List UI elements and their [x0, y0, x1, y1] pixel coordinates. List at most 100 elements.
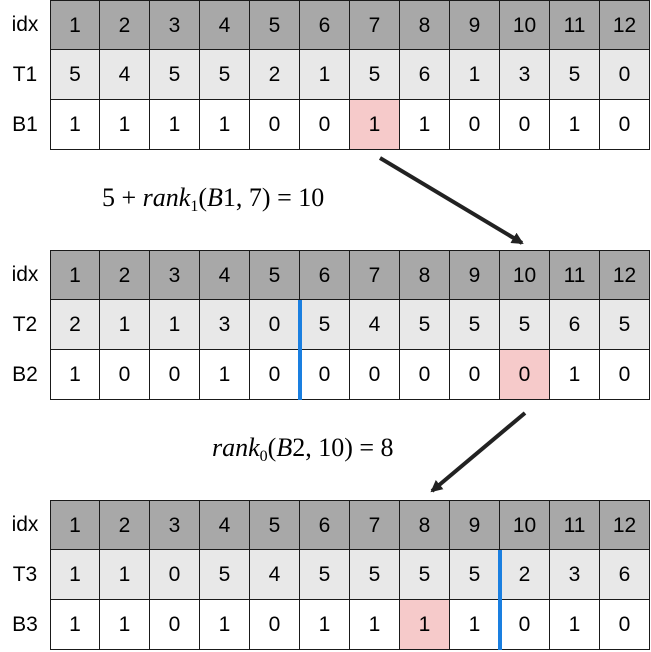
index-cell: 4	[200, 0, 250, 50]
sequence-cell: 5	[300, 300, 350, 350]
formula-rank1-sub: 1	[190, 198, 199, 215]
bit-cell: 0	[400, 350, 450, 400]
index-cell: 4	[200, 250, 250, 300]
formula-rank1-prefix: 5 +	[102, 183, 143, 212]
bit-cell: 0	[300, 100, 350, 150]
bit-cell: 0	[100, 350, 150, 400]
partition-divider	[498, 550, 502, 650]
bit-cell: 1	[200, 100, 250, 150]
sequence-cell: 5	[200, 550, 250, 600]
index-cell: 12	[600, 500, 650, 550]
index-cell: 10	[500, 500, 550, 550]
bit-cell: 0	[500, 600, 550, 650]
sequence-cell: 6	[400, 50, 450, 100]
row-label: B1	[12, 113, 38, 136]
sequence-cell: 6	[600, 550, 650, 600]
bit-cell: 1	[550, 350, 600, 400]
index-cell: 11	[550, 0, 600, 50]
bit-cell: 1	[350, 100, 400, 150]
partition-divider	[298, 300, 302, 400]
formula-rank0-var: B	[276, 433, 293, 462]
sequence-cell: 2	[500, 550, 550, 600]
index-cell: 4	[200, 500, 250, 550]
bit-cell: 0	[450, 100, 500, 150]
formula-rank1-open: (	[198, 183, 208, 212]
sequence-cell: 5	[300, 550, 350, 600]
row-label: T2	[12, 313, 38, 336]
sequence-cell: 4	[250, 550, 300, 600]
row-label: idx	[11, 263, 39, 286]
index-cell: 7	[350, 500, 400, 550]
bit-cell: 1	[300, 600, 350, 650]
bit-cell: 0	[150, 350, 200, 400]
sequence-cell: 5	[350, 50, 400, 100]
sequence-cell: 5	[450, 300, 500, 350]
bit-cell: 0	[450, 350, 500, 400]
sequence-cell: 3	[200, 300, 250, 350]
sequence-cell: 0	[250, 300, 300, 350]
row-label: idx	[11, 13, 39, 36]
formula-rank0-fn: rank	[212, 433, 260, 462]
sequence-cell: 2	[50, 300, 100, 350]
index-cell: 6	[300, 0, 350, 50]
arrow-b2-to-b3	[430, 411, 527, 493]
sequence-cell: 4	[100, 50, 150, 100]
bit-cell: 1	[100, 100, 150, 150]
sequence-cell: 5	[600, 300, 650, 350]
index-cell: 2	[100, 500, 150, 550]
sequence-cell: 0	[600, 50, 650, 100]
bit-cell: 1	[400, 100, 450, 150]
sequence-cell: 1	[50, 550, 100, 600]
index-cell: 11	[550, 250, 600, 300]
sequence-cell: 1	[300, 50, 350, 100]
sequence-cell: 5	[350, 550, 400, 600]
bit-cell: 1	[50, 600, 100, 650]
bit-cell: 1	[550, 100, 600, 150]
index-cell: 1	[50, 0, 100, 50]
bit-cell: 1	[550, 600, 600, 650]
index-cell: 10	[500, 0, 550, 50]
bit-cell: 0	[600, 100, 650, 150]
index-cell: 1	[50, 500, 100, 550]
row-label: B2	[12, 363, 38, 386]
bit-cell: 1	[50, 100, 100, 150]
formula-rank1-fn: rank	[142, 183, 191, 212]
bit-cell: 0	[250, 600, 300, 650]
index-cell: 9	[450, 250, 500, 300]
index-cell: 7	[350, 0, 400, 50]
sequence-cell: 5	[200, 50, 250, 100]
sequence-cell: 3	[500, 50, 550, 100]
index-cell: 2	[100, 0, 150, 50]
index-cell: 7	[350, 250, 400, 300]
index-cell: 6	[300, 250, 350, 300]
bit-cell: 1	[50, 350, 100, 400]
index-cell: 10	[500, 250, 550, 300]
sequence-cell: 1	[100, 550, 150, 600]
index-cell: 9	[450, 500, 500, 550]
sequence-cell: 5	[450, 550, 500, 600]
bit-cell: 0	[500, 100, 550, 150]
bit-cell: 0	[150, 600, 200, 650]
index-cell: 5	[250, 500, 300, 550]
bit-cell: 0	[250, 100, 300, 150]
formula-rank0-sub: 0	[259, 448, 268, 465]
sequence-cell: 3	[550, 550, 600, 600]
sequence-cell: 5	[400, 550, 450, 600]
index-cell: 12	[600, 250, 650, 300]
sequence-cell: 1	[150, 300, 200, 350]
index-cell: 5	[250, 0, 300, 50]
index-cell: 8	[400, 0, 450, 50]
row-label: idx	[11, 513, 39, 536]
index-cell: 2	[100, 250, 150, 300]
formula-rank0-open: (	[267, 433, 277, 462]
